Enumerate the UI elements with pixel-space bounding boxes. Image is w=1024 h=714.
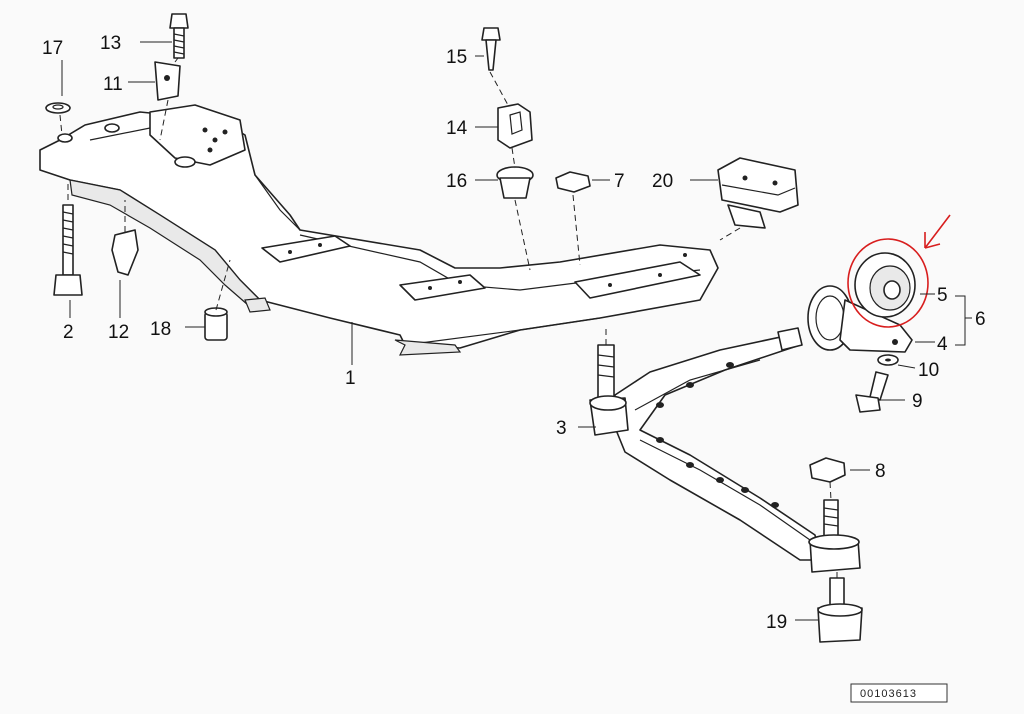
- ball-joint-19: [817, 577, 863, 643]
- label-5: 5: [937, 285, 948, 306]
- label-17: 17: [42, 38, 63, 59]
- label-6: 6: [975, 309, 986, 330]
- sleeve-18: [204, 307, 228, 341]
- bracket-11: [154, 61, 181, 101]
- label-1: 1: [345, 368, 356, 389]
- nut-7: [555, 171, 591, 193]
- label-10: 10: [918, 360, 939, 381]
- highlight-circle: [847, 238, 929, 328]
- reference-code-box: [850, 683, 948, 703]
- bushing-5: [847, 214, 951, 328]
- bolt-13: [169, 13, 189, 59]
- label-14: 14: [446, 118, 468, 139]
- nut-8: [809, 457, 846, 483]
- label-13: 13: [100, 33, 121, 54]
- label-9: 9: [912, 391, 923, 412]
- bolt-2: [53, 204, 83, 296]
- screw-15: [481, 27, 501, 71]
- label-20: 20: [652, 171, 673, 192]
- label-12: 12: [108, 322, 129, 343]
- label-4: 4: [937, 334, 948, 355]
- rubber-mount-20: [717, 157, 799, 229]
- label-18: 18: [150, 319, 171, 340]
- bolt-9: [855, 371, 889, 413]
- axle-carrier: [39, 104, 719, 356]
- label-2: 2: [63, 322, 74, 343]
- label-3: 3: [556, 418, 567, 439]
- label-16: 16: [446, 171, 467, 192]
- label-8: 8: [875, 461, 886, 482]
- insert-12: [111, 229, 139, 276]
- grommet-16: [496, 166, 534, 199]
- clip-14: [497, 103, 533, 149]
- ball-joint-end: [808, 499, 861, 573]
- washer-10: [877, 354, 899, 366]
- control-arm: [611, 327, 821, 561]
- label-7: 7: [614, 171, 625, 192]
- reference-code: 00103613: [860, 688, 917, 700]
- washer-17: [45, 102, 71, 114]
- label-19: 19: [766, 612, 787, 633]
- label-11: 11: [103, 74, 123, 95]
- highlight-arrow: [924, 214, 951, 249]
- label-15: 15: [446, 47, 467, 68]
